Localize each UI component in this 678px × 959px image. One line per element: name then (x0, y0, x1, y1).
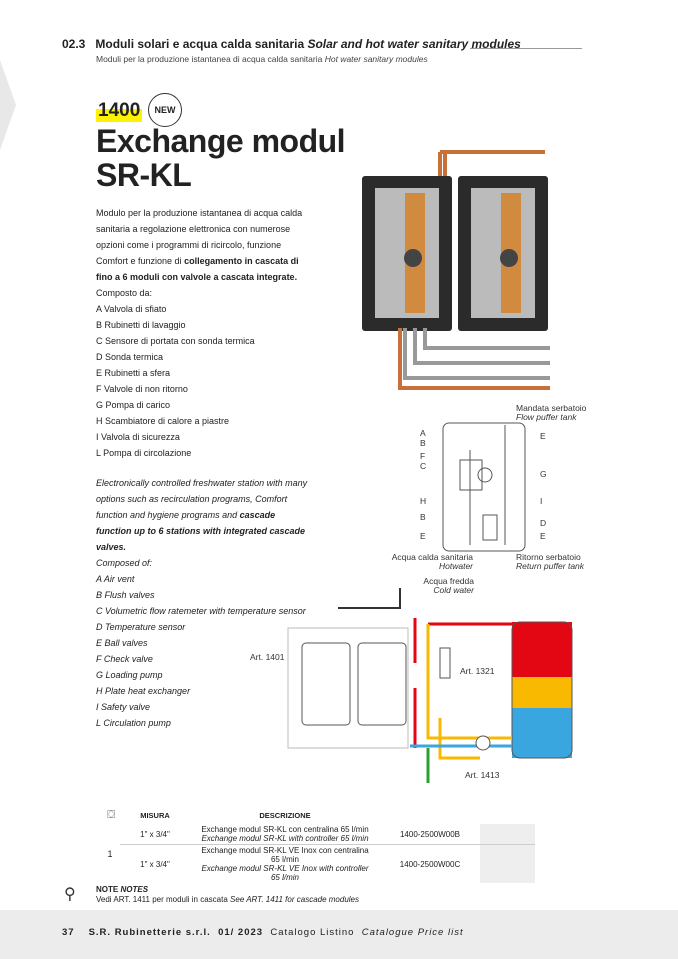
callout-letter: C (420, 461, 427, 471)
callout-letter: G (540, 469, 547, 479)
callout-letter: B (420, 512, 426, 522)
component-item: G Loading pump (96, 670, 163, 680)
corner-decoration (0, 60, 16, 150)
component-item: B Rubinetti di lavaggio (96, 320, 186, 330)
callout-letter: A (420, 428, 426, 438)
callout-letter: E (540, 531, 546, 541)
section-header: 02.3 Moduli solari e acqua calda sanitar… (62, 37, 521, 51)
callout-letter: B (420, 438, 426, 448)
art-1401-label: Art. 1401 (250, 652, 285, 662)
component-item: A Valvola di sfiato (96, 304, 167, 314)
component-item: L Pompa di circolazione (96, 448, 192, 458)
footer (0, 910, 678, 959)
new-badge: NEW (148, 93, 182, 127)
component-item: G Pompa di carico (96, 400, 171, 410)
product-code: 1400 (96, 100, 143, 122)
desc-it: Modulo per la produzione istantanea di a… (96, 208, 303, 282)
component-item: L Circulation pump (96, 718, 171, 728)
table-row: 1" x 3/4"Exchange modul SR-KL VE Inox co… (100, 844, 535, 883)
component-item: H Scambiatore di calore a piastre (96, 416, 230, 426)
desc-en: Electronically controlled freshwater sta… (96, 478, 308, 552)
callout-letter: H (420, 496, 427, 506)
component-item: A Air vent (96, 574, 135, 584)
component-item: D Temperature sensor (96, 622, 186, 632)
section-subtitle: Moduli per la produzione istantanea di a… (96, 54, 428, 64)
callout-letter: F (420, 451, 426, 461)
callout-letter: D (540, 518, 547, 528)
callout-letter: E (540, 431, 546, 441)
component-item: E Ball valves (96, 638, 148, 648)
magnifier-icon: ⚲ (64, 886, 76, 903)
component-item: C Sensore di portata con sonda termica (96, 336, 255, 346)
callout-letter: E (420, 531, 426, 541)
component-item: E Rubinetti a sfera (96, 368, 171, 378)
module-diagram (442, 422, 526, 552)
component-item: F Check valve (96, 654, 153, 664)
callout-letter: I (540, 496, 543, 506)
component-item: C Volumetric flow ratemeter with tempera… (96, 606, 306, 616)
component-item: H Plate heat exchanger (96, 686, 191, 696)
component-item: I Safety valve (96, 702, 151, 712)
component-item: D Sonda termica (96, 352, 164, 362)
header-rule (470, 48, 582, 49)
component-item: B Flush valves (96, 590, 155, 600)
component-item: F Valvole di non ritorno (96, 384, 188, 394)
art-1321-label: Art. 1321 (460, 666, 495, 676)
art-1413-label: Art. 1413 (465, 770, 500, 780)
package-icon: ⛋ (107, 809, 116, 821)
component-item: I Valvola di sicurezza (96, 432, 180, 442)
description: Modulo per la produzione istantanea di a… (96, 205, 311, 731)
product-photo (362, 150, 550, 390)
system-scheme (287, 588, 573, 783)
notes: NOTE NOTES Vedi ART. 1411 per moduli in … (96, 885, 359, 904)
